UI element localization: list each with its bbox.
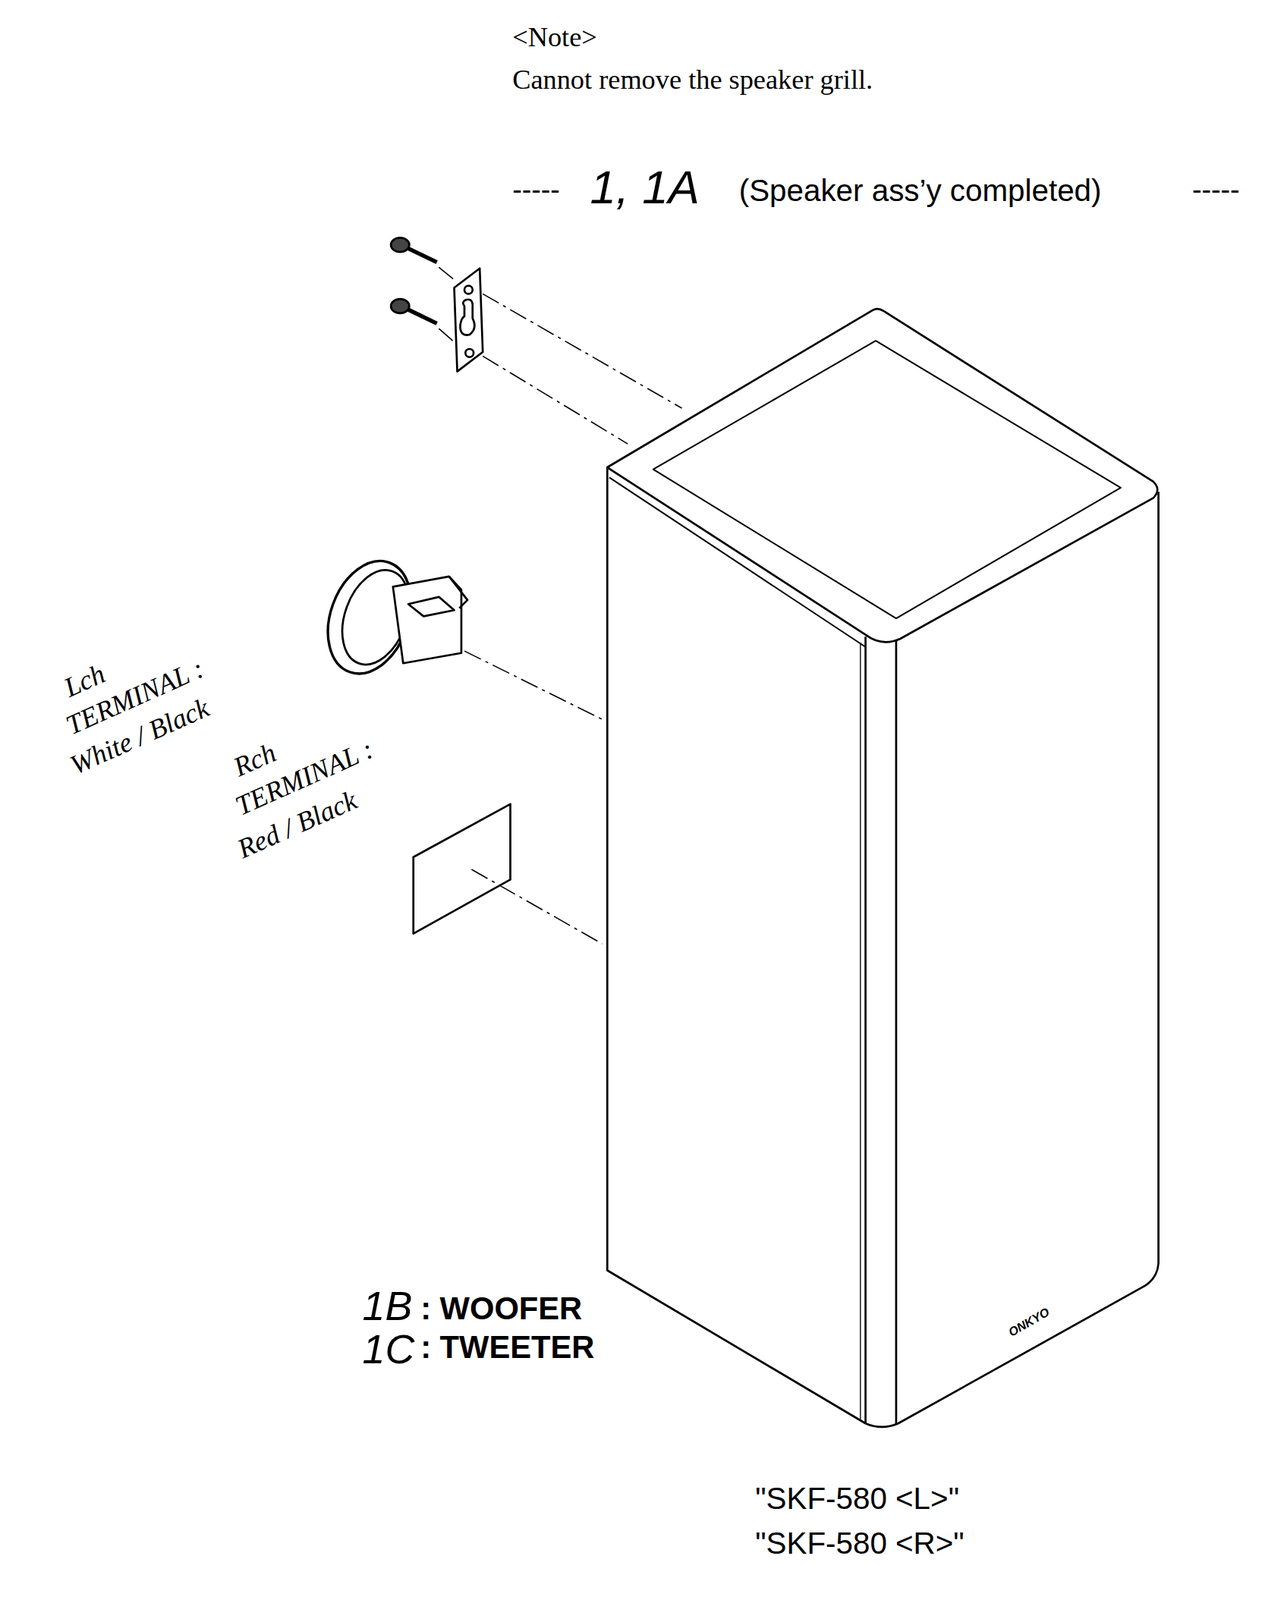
model-name: "SKF-580 <R>"	[755, 1529, 964, 1560]
note-text: Cannot remove the speaker grill.	[512, 66, 873, 94]
terminal-label: Rch	[229, 739, 281, 782]
wall-bracket	[454, 268, 484, 372]
assembly-line	[464, 651, 603, 720]
assembly-line	[471, 869, 602, 945]
cabinet-front	[865, 491, 1159, 1428]
terminal-label: Lch	[59, 660, 110, 702]
part-name: : WOOFER	[420, 1293, 583, 1325]
bracket-hole	[464, 286, 473, 295]
note-heading: <Note>	[512, 23, 598, 51]
cabinet-side	[607, 467, 866, 1424]
part-name: : TWEETER	[420, 1331, 595, 1364]
top-panel	[653, 340, 1121, 619]
cabinet-edge	[895, 641, 898, 1426]
dash: -----	[1192, 175, 1240, 205]
dash: -----	[512, 175, 561, 205]
brand-logo: ONKYO	[1006, 1306, 1052, 1340]
screw	[390, 237, 438, 262]
cabinet-edge	[864, 636, 867, 1424]
assembly-line	[482, 355, 628, 444]
assembly-line	[482, 293, 682, 409]
cabinet-top	[607, 308, 1158, 642]
terminal	[313, 549, 468, 686]
assembly-title: (Speaker ass’y completed)	[739, 175, 1102, 206]
assembly-line	[438, 328, 456, 344]
top-rim	[609, 477, 866, 647]
callout-number: 1, 1A	[589, 163, 699, 211]
label-plate	[413, 804, 511, 935]
screw	[390, 298, 438, 324]
callout-number: 1C	[361, 1328, 415, 1370]
model-name: "SKF-580 <L>"	[755, 1484, 960, 1515]
keyhole	[459, 299, 475, 336]
assembly-line	[438, 267, 456, 281]
bracket-hole	[465, 349, 474, 358]
callout-number: 1B	[361, 1286, 413, 1328]
cabinet-edge	[859, 642, 861, 1421]
